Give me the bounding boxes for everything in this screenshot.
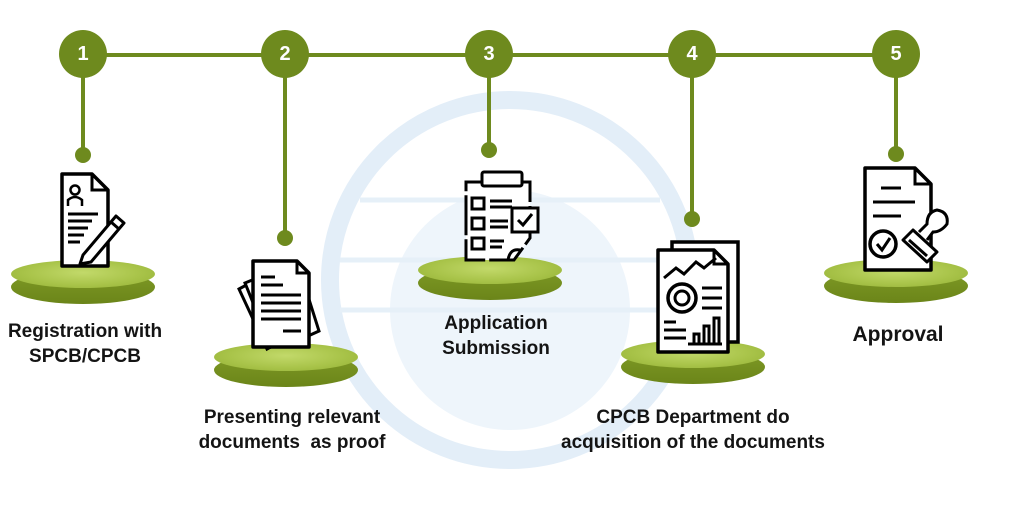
step-1-number-badge: 1 — [59, 30, 107, 78]
step-2-label: Presenting relevant documents as proof — [199, 405, 386, 455]
step-1-stem-dot — [75, 147, 91, 163]
step-5-label-line1: Approval — [852, 323, 944, 346]
step-3-label-line2: Submission — [442, 338, 550, 359]
step-1-label-line1: Registration with — [7, 321, 163, 342]
step-4-label-line2: acquisition of the documents — [561, 432, 825, 453]
report-analytics-document-icon — [656, 240, 740, 354]
step-2-stem-dot — [277, 230, 293, 246]
step-3-label: Application Submission — [442, 311, 550, 361]
stacked-documents-icon — [237, 259, 321, 352]
step-5-stem-dot — [888, 146, 904, 162]
step-1-label: Registration with SPCB/CPCB — [8, 319, 162, 369]
step-1-pedestal — [11, 260, 155, 304]
step-1-stem — [81, 60, 85, 155]
checklist-clipboard-icon — [464, 170, 540, 262]
approved-document-stamp-icon — [863, 166, 949, 272]
step-3-stem-dot — [481, 142, 497, 158]
step-1-label-line2: SPCB/CPCB — [29, 346, 141, 367]
step-2-label-line1: Presenting relevant — [203, 407, 381, 428]
step-2-stem — [283, 60, 287, 238]
step-2-number-badge: 2 — [261, 30, 309, 78]
step-4-stem — [690, 60, 694, 218]
step-5-label: Approval — [852, 322, 943, 347]
step-4-label-line1: CPCB Department do — [596, 407, 790, 428]
registration-document-pencil-icon — [60, 172, 126, 268]
step-3-label-line1: Application — [444, 313, 548, 334]
step-5-number-badge: 5 — [872, 30, 920, 78]
step-4-label: CPCB Department do acquisition of the do… — [561, 405, 825, 455]
step-2-label-line2: documents as proof — [198, 432, 386, 453]
step-5-stem — [894, 60, 898, 154]
step-3-stem — [487, 60, 491, 148]
step-3-number-badge: 3 — [465, 30, 513, 78]
step-4-number-badge: 4 — [668, 30, 716, 78]
step-4-stem-dot — [684, 211, 700, 227]
